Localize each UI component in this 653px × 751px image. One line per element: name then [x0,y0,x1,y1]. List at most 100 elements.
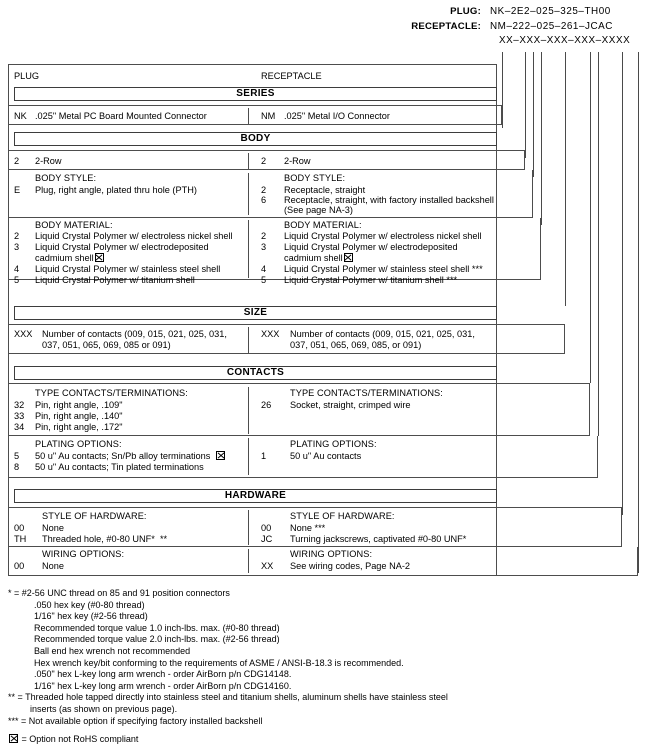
footnote-rohs: = Option not RoHS compliant [8,727,568,746]
leader-line-size [565,52,566,306]
series-plug-code: NK [14,111,27,121]
body-material-receptacle-heading: BODY MATERIAL: [284,220,362,230]
row-count-plug-code: 2 [14,156,20,166]
footnote-star1-sub-5: Hex wrench key/bit conforming to the req… [34,657,404,668]
leader-line-contact-type [590,52,591,383]
section-header-series: SERIES [14,87,497,101]
contact-type-receptacle-desc-0: Socket, straight, crimped wire [290,400,411,410]
wiring-plug-desc-0: None [42,561,64,571]
body-material-receptacle-desc-2: cadmium shell [284,253,354,264]
leader-line-body-style [533,52,534,177]
body-material-receptacle-code-4: 5 [261,275,267,285]
contact-type-plug-heading: TYPE CONTACTS/TERMINATIONS: [35,388,188,398]
leader-line-plating [598,52,599,436]
plating-receptacle-desc-0: 50 u" Au contacts [290,451,362,461]
body-style-plug-code-0: E [14,185,21,195]
body-material-plug-code-3: 4 [14,264,20,274]
row-count-plug-desc: 2-Row [35,156,62,166]
body-material-plug-desc-0: Liquid Crystal Polymer w/ electroless ni… [35,231,233,241]
footnote-star1-sub-4: Ball end hex wrench not recommended [34,645,191,656]
block-body-style: BODY STYLE: E Plug, right angle, plated … [8,170,533,218]
footnotes: * = #2-56 UNC thread on 85 and 91 positi… [8,588,568,746]
footnote-star1-sub-7: 1/16" hex L-key long arm wrench - order … [34,680,292,691]
contact-type-plug-code-2: 34 [14,422,25,432]
section-header-size: SIZE [14,306,497,320]
contact-type-plug-code-0: 32 [14,400,25,410]
footnote-star1-sub-3: Recommended torque value 2.0 inch-lbs. m… [34,634,280,645]
body-style-plug-heading: BODY STYLE: [35,173,97,183]
hardware-style-receptacle-code-0: 00 [261,523,272,533]
body-material-plug-desc-1: Liquid Crystal Polymer w/ electrodeposit… [35,242,209,252]
body-material-receptacle-code-0: 2 [261,231,267,241]
body-style-receptacle-code-0: 2 [261,185,267,195]
part-number-template: XX–XXX–XXX–XXX–XXXX [499,35,631,46]
hardware-style-receptacle-desc-0: None *** [290,523,326,533]
rohs-icon [216,451,226,460]
body-style-receptacle-desc-2: (See page NA-3) [284,205,353,215]
body-style-receptacle-desc-1: Receptacle, straight, with factory insta… [284,195,494,205]
rohs-icon [343,253,353,262]
series-divider [248,108,249,124]
block-hardware-style: STYLE OF HARDWARE: 00 None TH Threaded h… [8,507,622,547]
plating-plug-code-1: 8 [14,462,20,472]
body-material-plug-code-0: 2 [14,231,20,241]
wiring-plug-code-0: 00 [14,561,25,571]
block-body-material: BODY MATERIAL: 2 Liquid Crystal Polymer … [8,218,541,285]
body-material-plug-code-4: 5 [14,275,20,285]
hardware-style-plug-heading: STYLE OF HARDWARE: [42,511,147,521]
size-receptacle-desc-line1: Number of contacts (009, 015, 021, 025, … [290,329,475,339]
hardware-style-divider [248,510,249,545]
series-receptacle-code: NM [261,111,276,121]
body-material-receptacle-code-3: 4 [261,264,267,274]
body-style-divider [248,173,249,215]
footnote-star1-sub-0: .050 hex key (#0-80 thread) [34,599,145,610]
rohs-icon [9,734,18,744]
row-count-receptacle-desc: 2-Row [284,156,311,166]
plug-label: PLUG: [450,6,481,17]
footnote-star2-cont: inserts (as shown on previous page). [30,703,178,714]
footnote-star1-sub-1: 1/16" hex key (#2-56 thread) [34,611,148,622]
body-material-plug-desc-2: cadmium shell [35,253,105,264]
body-material-receptacle-desc-1: Liquid Crystal Polymer w/ electrodeposit… [284,242,458,252]
plating-divider [248,438,249,475]
footnote-star1-sub-6: .050" hex L-key long arm wrench - order … [34,669,292,680]
contact-type-receptacle-code-0: 26 [261,400,272,410]
series-receptacle-desc: .025" Metal I/O Connector [284,111,390,121]
body-material-receptacle-code-1: 3 [261,242,267,252]
plug-part-number-row: PLUG: NK–2E2–025–325–TH00 [400,6,653,21]
body-material-receptacle-desc-0: Liquid Crystal Polymer w/ electroless ni… [284,231,482,241]
hardware-style-plug-code-0: 00 [14,523,25,533]
wiring-receptacle-desc-0: See wiring codes, Page NA-2 [290,561,411,571]
receptacle-part-number: NM–222–025–261–JCAC [490,20,613,32]
size-divider [248,327,249,353]
wiring-divider [248,549,249,573]
leader-line-series [502,52,503,128]
leader-line-wiring [638,52,639,573]
block-row-count: 2 2-Row 2 2-Row [8,150,525,170]
footnote-star1: * = #2-56 UNC thread on 85 and 91 positi… [8,588,230,598]
hardware-style-receptacle-code-1: JC [261,534,273,544]
block-size: XXX Number of contacts (009, 015, 021, 0… [8,324,565,354]
row-count-receptacle-code: 2 [261,156,267,166]
body-material-plug-code-1: 3 [14,242,20,252]
receptacle-part-number-row: RECEPTACLE: NM–222–025–261–JCAC [400,21,653,36]
size-receptacle-code: XXX [261,329,280,339]
plating-plug-heading: PLATING OPTIONS: [35,439,122,449]
row-count-divider [248,153,249,169]
footnote-star2: ** = Threaded hole tapped directly into … [8,692,448,703]
leader-line-row-count [525,52,526,158]
contact-type-plug-desc-0: Pin, right angle, .109" [35,400,123,410]
body-material-receptacle-desc-3: Liquid Crystal Polymer w/ stainless stee… [284,264,483,274]
hardware-style-plug-desc-0: None [42,523,64,533]
footnote-star3: *** = Not available option if specifying… [8,715,263,726]
body-material-plug-desc-4: Liquid Crystal Polymer w/ titanium shell [35,275,195,285]
hardware-style-plug-code-1: TH [14,534,27,544]
wiring-receptacle-code-0: XX [261,561,274,571]
section-header-body: BODY [14,132,497,146]
receptacle-label: RECEPTACLE: [411,20,481,32]
plating-plug-desc-0: 50 u" Au contacts; Sn/Pb alloy terminati… [35,451,226,462]
body-material-divider [248,220,249,278]
hardware-style-receptacle-desc-1: Turning jackscrews, captivated #0-80 UNF… [290,534,467,544]
contact-type-plug-desc-1: Pin, right angle, .140" [35,411,123,421]
block-wiring: WIRING OPTIONS: 00 None WIRING OPTIONS: … [8,547,638,576]
